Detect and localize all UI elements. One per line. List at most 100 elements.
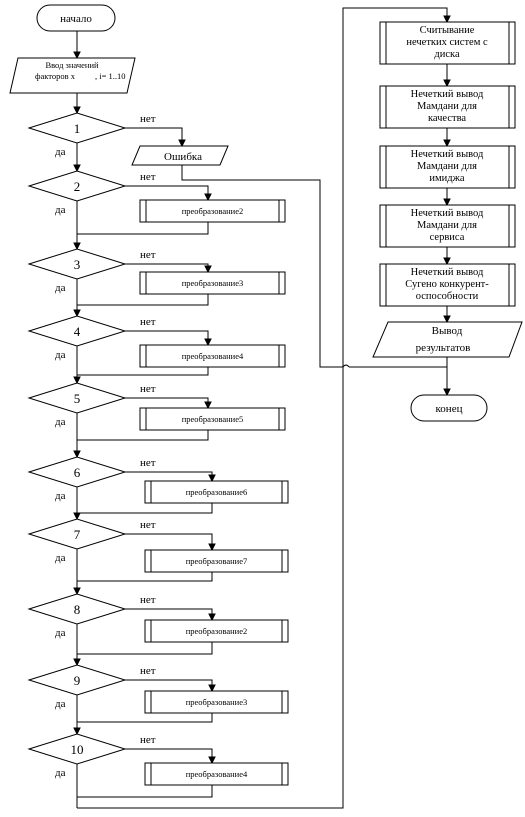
input-label-line3: , i= 1..10 — [95, 71, 126, 81]
arrow-head — [204, 401, 212, 410]
process-label: Нечеткий вывод — [411, 149, 484, 160]
yes-label: да — [55, 767, 66, 779]
connector-line — [77, 430, 209, 441]
yes-label: да — [55, 204, 66, 216]
transform-block — [144, 619, 289, 643]
error-block — [131, 145, 229, 166]
process-label: качества — [428, 113, 466, 124]
yes-label: да — [55, 490, 66, 502]
decision-diamond — [27, 664, 127, 696]
transform-label: преобразование4 — [182, 351, 244, 361]
arrow-head — [208, 543, 216, 552]
decision-number: 8 — [74, 602, 81, 617]
arrow-head — [208, 684, 216, 693]
end-label: конец — [436, 403, 463, 415]
connector-line — [125, 330, 209, 345]
arrow-head — [178, 139, 186, 148]
arrow-head — [73, 51, 81, 60]
transform-label: преобразование3 — [186, 697, 248, 707]
input-block — [9, 57, 136, 94]
arrow-head — [73, 106, 81, 115]
yes-label: да — [55, 698, 66, 710]
yes-label: да — [55, 627, 66, 639]
process-label: Нечеткий вывод — [411, 89, 484, 100]
connector-line — [77, 222, 209, 235]
transform-label: преобразование5 — [182, 414, 244, 424]
decision-diamond — [27, 112, 127, 144]
arrow-head — [73, 727, 81, 736]
connector-line — [77, 713, 213, 723]
transform-label: преобразование6 — [186, 487, 248, 497]
connector-line — [125, 185, 209, 200]
process-label: оспособности — [416, 291, 479, 302]
decision-number: 9 — [74, 673, 81, 688]
connector-line — [125, 471, 213, 481]
process-label: нечетких систем с — [406, 37, 488, 48]
connector-line — [125, 533, 213, 550]
arrow-head — [73, 242, 81, 251]
arrow-head — [443, 388, 451, 397]
decision-number: 3 — [74, 257, 81, 272]
decision-number: 5 — [74, 391, 81, 406]
transform-block — [139, 199, 286, 223]
arrow-head — [73, 512, 81, 521]
arrow-head — [204, 265, 212, 274]
arrow-head — [443, 139, 451, 148]
arrow-head — [73, 376, 81, 385]
connector-line — [125, 263, 209, 272]
arrow-head — [443, 257, 451, 266]
process-label: диска — [434, 49, 460, 60]
process-block — [379, 85, 516, 129]
yes-label: да — [55, 552, 66, 564]
no-label: нет — [140, 249, 156, 261]
no-label: нет — [140, 171, 156, 183]
decision-number: 2 — [74, 179, 81, 194]
yes-label: да — [55, 282, 66, 294]
start-terminal — [36, 4, 116, 32]
connector-line — [77, 642, 213, 655]
no-label: нет — [140, 316, 156, 328]
connector-line — [77, 572, 213, 582]
output-block — [372, 321, 523, 358]
no-label: нет — [140, 113, 156, 125]
arrow-head — [443, 15, 451, 24]
decision-diamond — [27, 170, 127, 202]
connector-line — [125, 679, 213, 691]
start-label: начало — [60, 13, 92, 25]
connector-line — [77, 785, 213, 798]
decision-diamond — [27, 248, 127, 280]
process-block — [379, 263, 516, 307]
arrow-head — [73, 309, 81, 318]
process-label: Сугено конкурент- — [405, 279, 489, 290]
yes-label: да — [55, 349, 66, 361]
arrow-head — [73, 658, 81, 667]
process-block — [379, 21, 516, 65]
arrow-head — [443, 315, 451, 324]
process-label: Мамдани для — [417, 161, 477, 172]
transform-label: преобразование2 — [182, 206, 244, 216]
yes-label: да — [55, 416, 66, 428]
arrow-head — [443, 79, 451, 88]
decision-diamond — [27, 518, 127, 550]
connector-line — [125, 748, 213, 763]
transform-block — [144, 480, 289, 504]
process-label: Считывание — [420, 25, 475, 36]
transform-label: преобразование4 — [186, 769, 248, 779]
arrow-head — [208, 613, 216, 622]
process-label: Мамдани для — [417, 101, 477, 112]
decision-number: 7 — [74, 527, 81, 542]
process-label: сервиса — [430, 232, 465, 243]
output-label-line2: результатов — [416, 342, 471, 354]
decision-number: 4 — [74, 324, 81, 339]
decision-diamond — [27, 315, 127, 347]
transform-label: преобразование2 — [186, 626, 248, 636]
no-label: нет — [140, 519, 156, 531]
connector-line — [181, 165, 343, 368]
connector-line — [77, 367, 209, 376]
output-label-line1: Вывод — [432, 325, 463, 337]
no-label: нет — [140, 457, 156, 469]
end-terminal — [410, 394, 488, 422]
transform-block — [139, 344, 286, 368]
transform-block — [139, 407, 286, 431]
arrow-head — [73, 587, 81, 596]
